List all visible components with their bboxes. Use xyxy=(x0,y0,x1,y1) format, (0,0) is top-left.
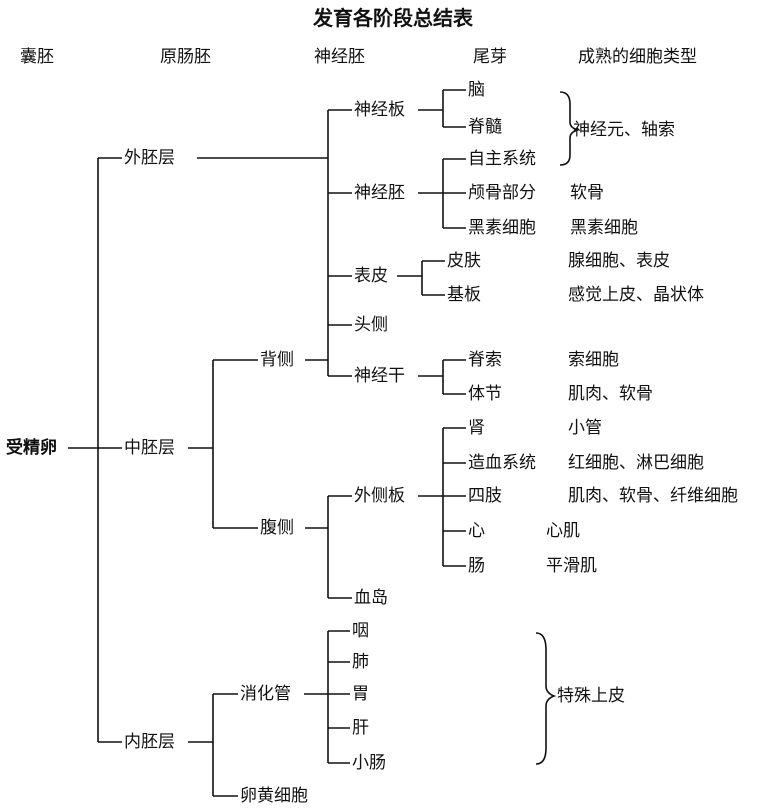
mature-muscle-bone: 肌肉、软骨 xyxy=(568,384,653,404)
node-yolk-cells: 卵黄细胞 xyxy=(240,786,308,806)
page-title: 发育各阶段总结表 xyxy=(313,6,473,30)
header-blastula: 囊胚 xyxy=(20,47,54,67)
mature-sense: 感觉上皮、晶状体 xyxy=(568,285,704,305)
node-heart: 心 xyxy=(468,521,485,541)
node-brain: 脑 xyxy=(468,80,485,100)
node-notochord: 脊索 xyxy=(468,350,502,370)
node-hematopoietic: 造血系统 xyxy=(468,453,536,473)
header-gastrula: 原肠胚 xyxy=(160,47,211,67)
node-ectoderm: 外胚层 xyxy=(124,148,175,168)
mature-cartilage: 软骨 xyxy=(570,183,604,203)
node-mesoderm: 中胚层 xyxy=(124,438,175,458)
node-intestine: 肠 xyxy=(468,556,485,576)
mature-special-epithelium: 特殊上皮 xyxy=(557,686,625,706)
node-head: 头侧 xyxy=(354,315,388,335)
brace-special xyxy=(535,632,557,765)
node-kidney: 肾 xyxy=(468,418,485,438)
node-skin: 皮肤 xyxy=(447,251,481,271)
mature-heart-muscle: 心肌 xyxy=(546,521,580,541)
node-liver: 肝 xyxy=(352,718,369,738)
node-dorsal: 背侧 xyxy=(260,350,294,370)
node-melanocyte: 黑素细胞 xyxy=(468,218,536,238)
node-nerve-trunk: 神经干 xyxy=(354,366,405,386)
mature-smooth-muscle: 平滑肌 xyxy=(546,556,597,576)
header-mature-cells: 成熟的细胞类型 xyxy=(578,47,697,67)
node-neural-plate: 神经板 xyxy=(354,100,405,120)
node-pharynx: 咽 xyxy=(352,621,369,641)
node-limb: 四肢 xyxy=(468,486,502,506)
mature-limb-cells: 肌肉、软骨、纤维细胞 xyxy=(568,486,738,506)
node-neural-crest: 神经胚 xyxy=(354,183,405,203)
node-ventral: 腹侧 xyxy=(260,518,294,538)
node-spinal-cord: 脊髓 xyxy=(468,117,502,137)
mature-gland-skin: 腺细胞、表皮 xyxy=(568,251,670,271)
node-placode: 基板 xyxy=(447,285,481,305)
node-lateral-plate: 外侧板 xyxy=(354,486,405,506)
node-endoderm: 内胚层 xyxy=(124,732,175,752)
header-tailbud: 尾芽 xyxy=(473,47,507,67)
node-somite: 体节 xyxy=(468,384,502,404)
node-skull: 颅骨部分 xyxy=(468,183,536,203)
node-zygote: 受精卵 xyxy=(6,438,57,458)
node-lung: 肺 xyxy=(352,652,369,672)
node-stomach: 胃 xyxy=(352,684,369,704)
mature-notochord: 索细胞 xyxy=(568,350,619,370)
header-neurula: 神经胚 xyxy=(314,47,365,67)
node-epidermis: 表皮 xyxy=(354,266,388,286)
brace-neuron xyxy=(559,91,579,166)
mature-neuron: 神经元、轴索 xyxy=(573,120,675,140)
node-autonomic: 自主系统 xyxy=(468,149,536,169)
node-small-intestine: 小肠 xyxy=(352,753,386,773)
node-gut: 消化管 xyxy=(240,684,291,704)
mature-blood-cells: 红细胞、淋巴细胞 xyxy=(568,453,704,473)
mature-tubule: 小管 xyxy=(568,418,602,438)
node-blood-island: 血岛 xyxy=(354,588,388,608)
mature-melanin: 黑素细胞 xyxy=(570,218,638,238)
